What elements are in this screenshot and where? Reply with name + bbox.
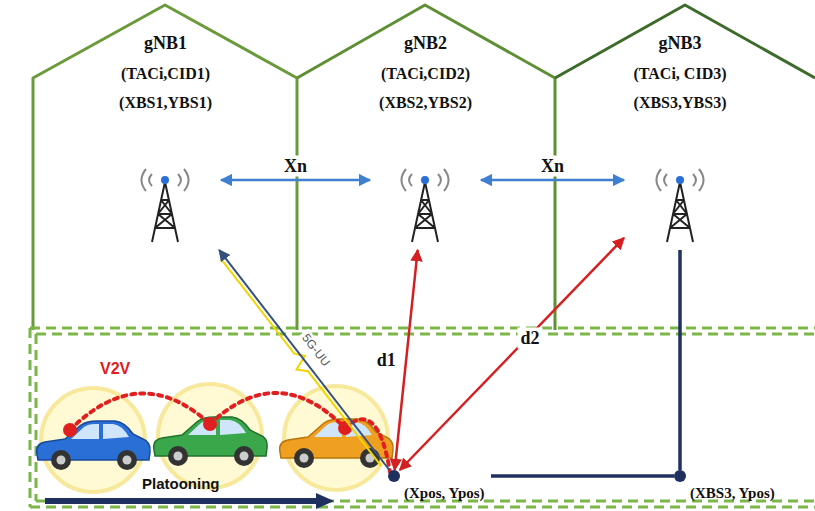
connector	[219, 250, 389, 470]
cell-outlines	[33, 5, 815, 330]
node-text: (XBS1,YBS1)	[118, 93, 213, 113]
connector	[221, 179, 370, 182]
node-text: (XBS2,YBS2)	[378, 93, 473, 113]
node-title: gNB2	[378, 32, 473, 55]
towers	[142, 169, 704, 242]
platoon-arrow	[45, 493, 334, 509]
tower-icon	[657, 169, 704, 242]
v2v-dots	[63, 417, 352, 437]
tower-icon	[402, 169, 449, 242]
band-line	[35, 334, 38, 501]
v2v-arc	[210, 393, 345, 428]
node-title: gNB3	[632, 32, 728, 55]
connector-label: d2	[517, 327, 542, 348]
cell-box: gNB2 (TACi,CID2) (XBS2,YBS2)	[370, 28, 481, 250]
connector	[481, 179, 624, 182]
connector-label: d1	[374, 350, 399, 371]
car-icon	[154, 417, 267, 466]
node-title: gNB1	[118, 32, 213, 55]
connector-label: Xn	[538, 156, 567, 177]
band-line	[36, 333, 815, 336]
cell-outline	[297, 5, 555, 330]
v2v-dot	[338, 421, 352, 435]
v2v-dot	[63, 423, 77, 437]
v2v-dot	[203, 417, 217, 431]
node-text: (TACi, CID3)	[632, 64, 728, 84]
position-dot	[674, 470, 686, 482]
cell-box: gNB3 (TACi, CID3) (XBS3,YBS3)	[624, 28, 736, 250]
v2v-arc	[70, 393, 210, 430]
position-dot	[388, 470, 400, 482]
connector-label: Xn	[281, 156, 310, 177]
v2v-links	[70, 393, 390, 472]
connector	[491, 474, 674, 478]
node-text: (TACi,CID2)	[378, 64, 473, 84]
cell-outline	[33, 5, 297, 330]
cell-box: gNB1 (TACi,CID1) (XBS1,YBS1)	[110, 28, 221, 250]
node-title: (Xpos, Ypos)	[404, 484, 487, 502]
position-box: (XBS3, Ypos)	[674, 470, 781, 504]
band-line	[30, 506, 815, 509]
connector	[678, 250, 682, 470]
radio-bolt	[221, 259, 381, 466]
band-line	[29, 328, 32, 507]
connector	[400, 238, 624, 470]
node-text: (TACi,CID1)	[118, 64, 213, 84]
node-text: (XBS3,YBS3)	[632, 93, 728, 113]
band-line	[30, 327, 815, 330]
car-icon	[37, 421, 150, 470]
platooning-label: Platooning	[142, 475, 220, 492]
v2v-label: V2V	[100, 360, 130, 378]
tower-icon	[142, 169, 189, 242]
position-box: (Xpos, Ypos)	[388, 470, 491, 504]
road-band	[30, 328, 815, 507]
connector-label: 5G-UU	[297, 329, 335, 372]
node-title: (XBS3, Ypos)	[690, 484, 777, 502]
